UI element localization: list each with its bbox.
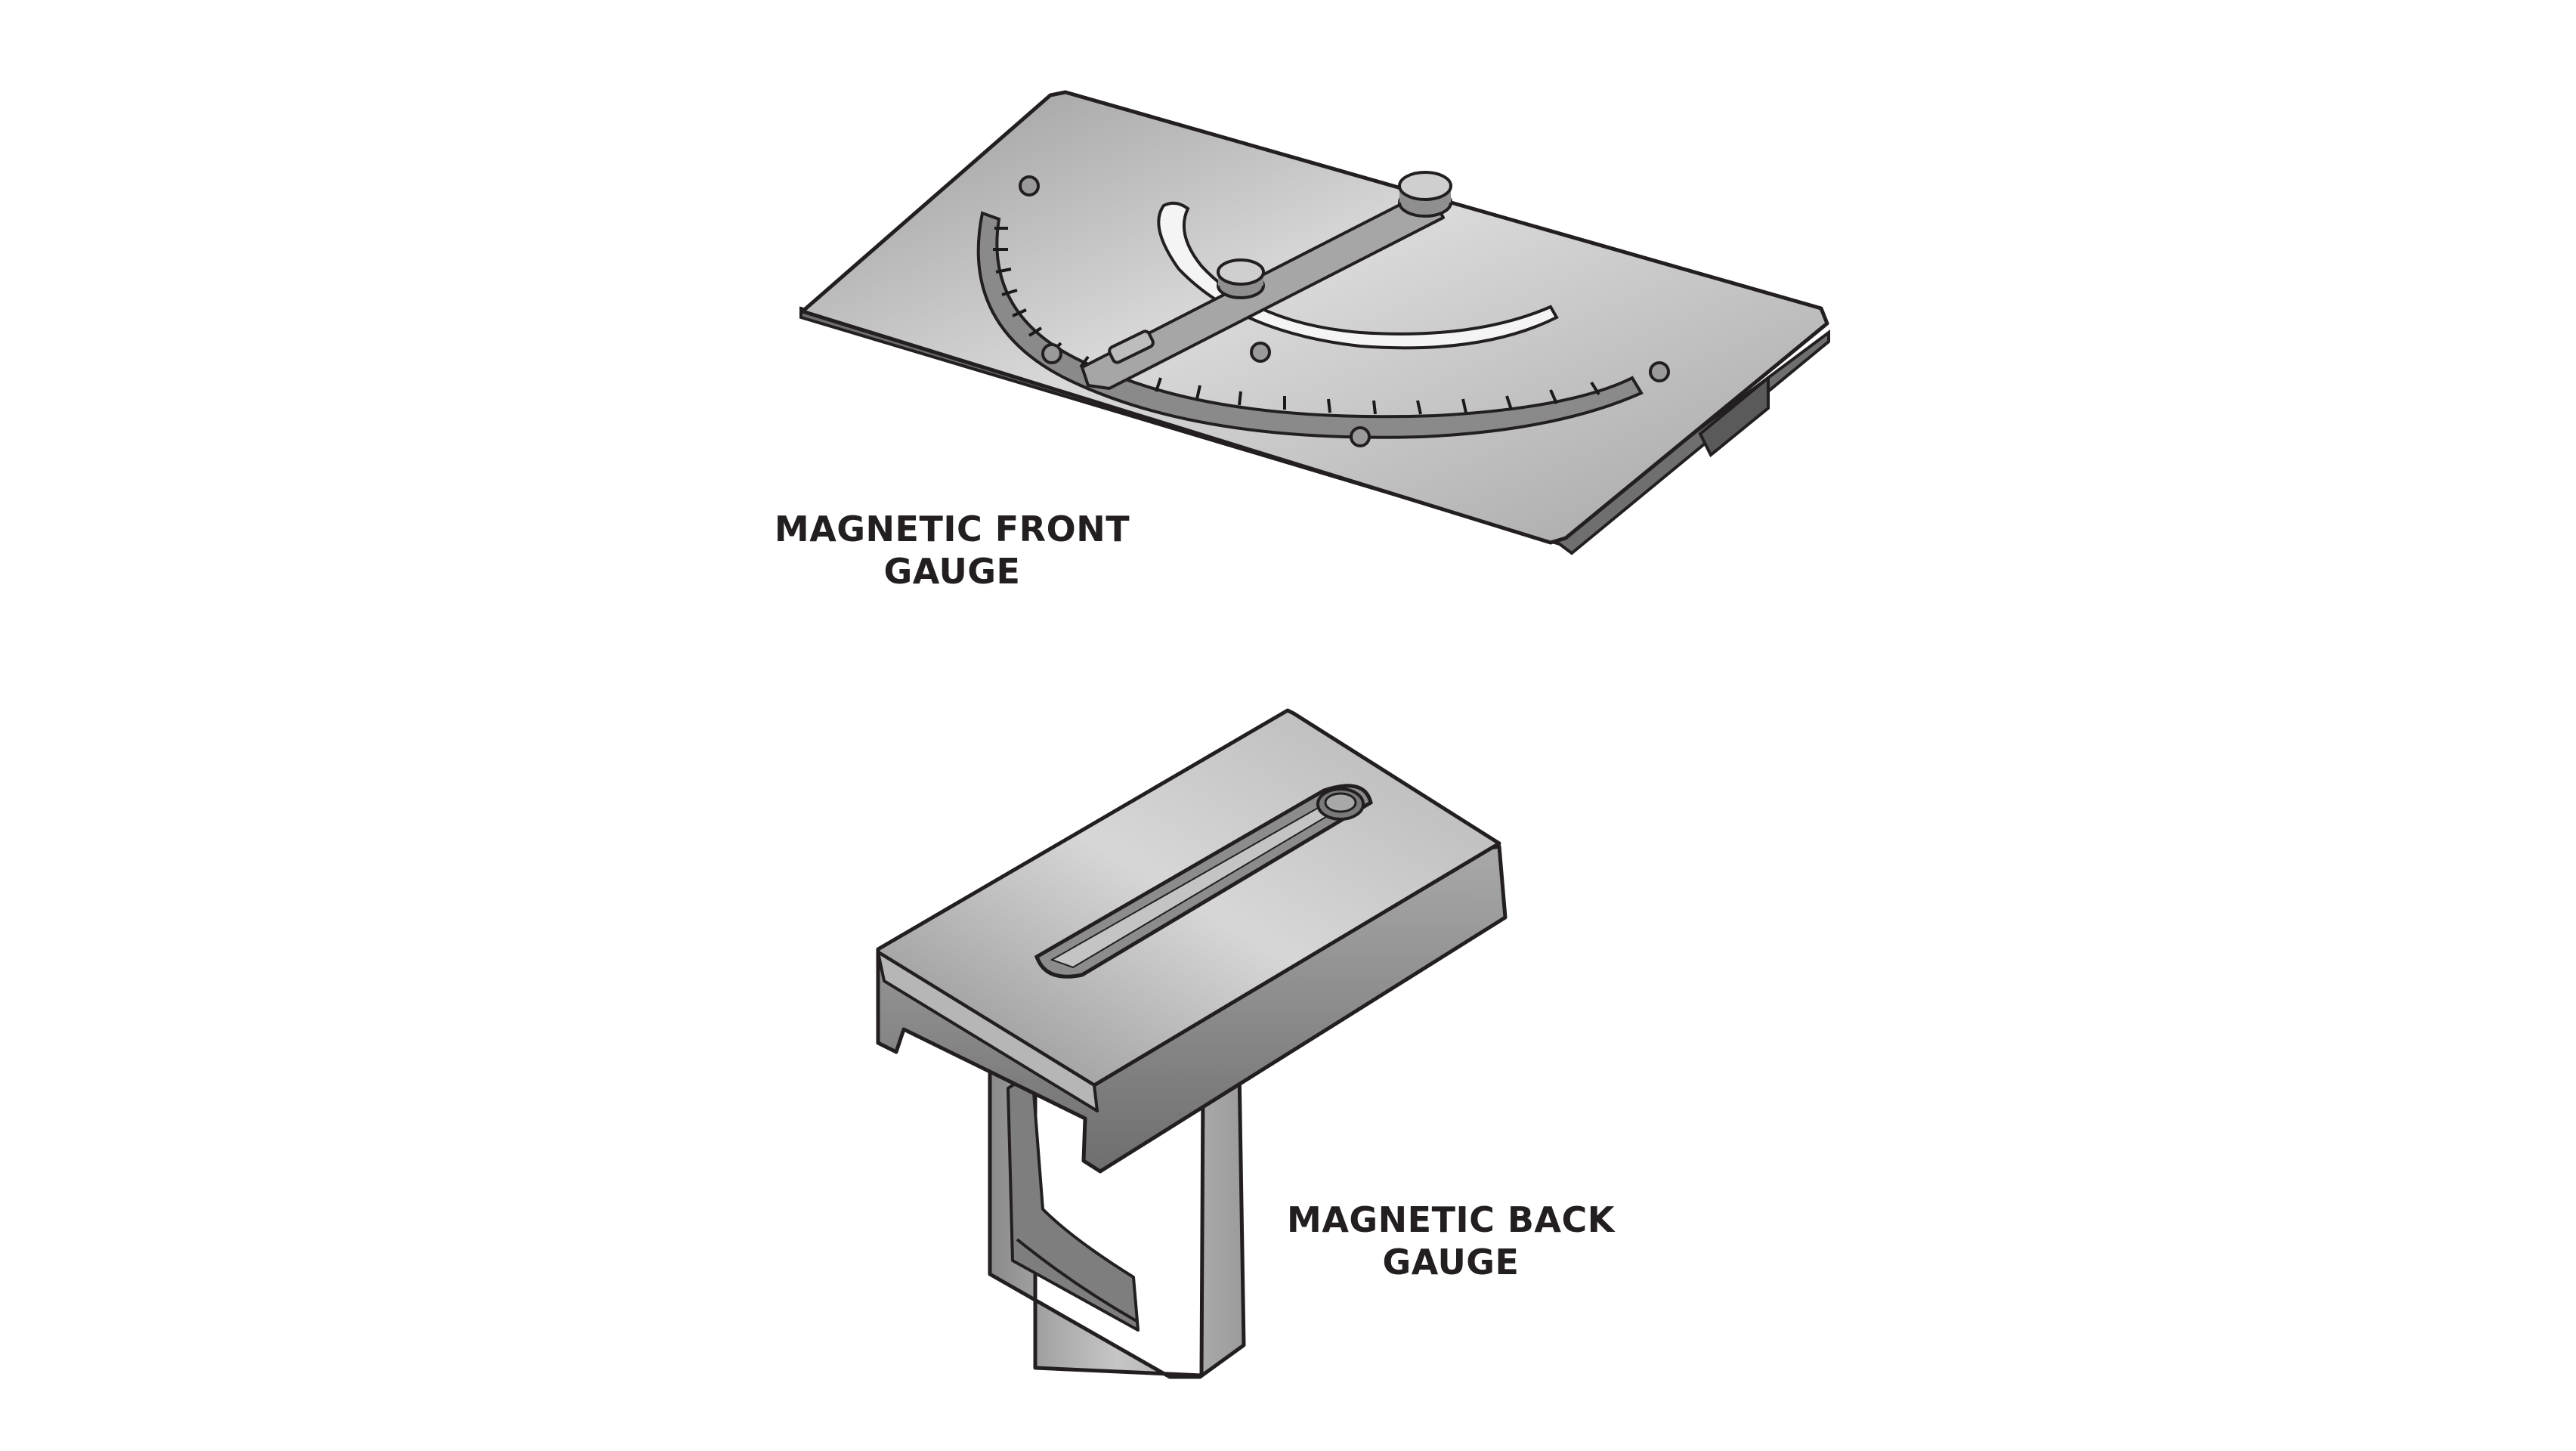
- pivot-knob-rear: [1398, 171, 1452, 218]
- front-plate-magnet: [1698, 374, 1770, 458]
- magnetic-back-gauge: [876, 708, 1508, 1379]
- front-gauge-caption-line1: MAGNETIC FRONT: [774, 509, 1130, 549]
- pivot-knob-front: [1217, 258, 1265, 299]
- back-gauge-caption-line1: MAGNETIC BACK: [1287, 1199, 1615, 1240]
- back-gauge-leg-recess: [1007, 1072, 1140, 1332]
- front-gauge-caption: MAGNETIC FRONT GAUGE: [756, 508, 1149, 592]
- back-gauge-knob: [1316, 787, 1365, 821]
- arm-clamp: [1108, 329, 1155, 364]
- back-gauge-leg-inner-curve: [1016, 1238, 1137, 1323]
- magnetic-front-gauge: [799, 90, 1830, 555]
- plate-screw-holes: [1019, 175, 1670, 447]
- front-plate-surface: [800, 90, 1829, 545]
- back-gauge-caption-line2: GAUGE: [1382, 1242, 1520, 1282]
- front-gauge-caption-line2: GAUGE: [883, 551, 1021, 592]
- back-gauge-bevel: [877, 951, 1099, 1112]
- back-gauge-caption: MAGNETIC BACK GAUGE: [1254, 1199, 1647, 1283]
